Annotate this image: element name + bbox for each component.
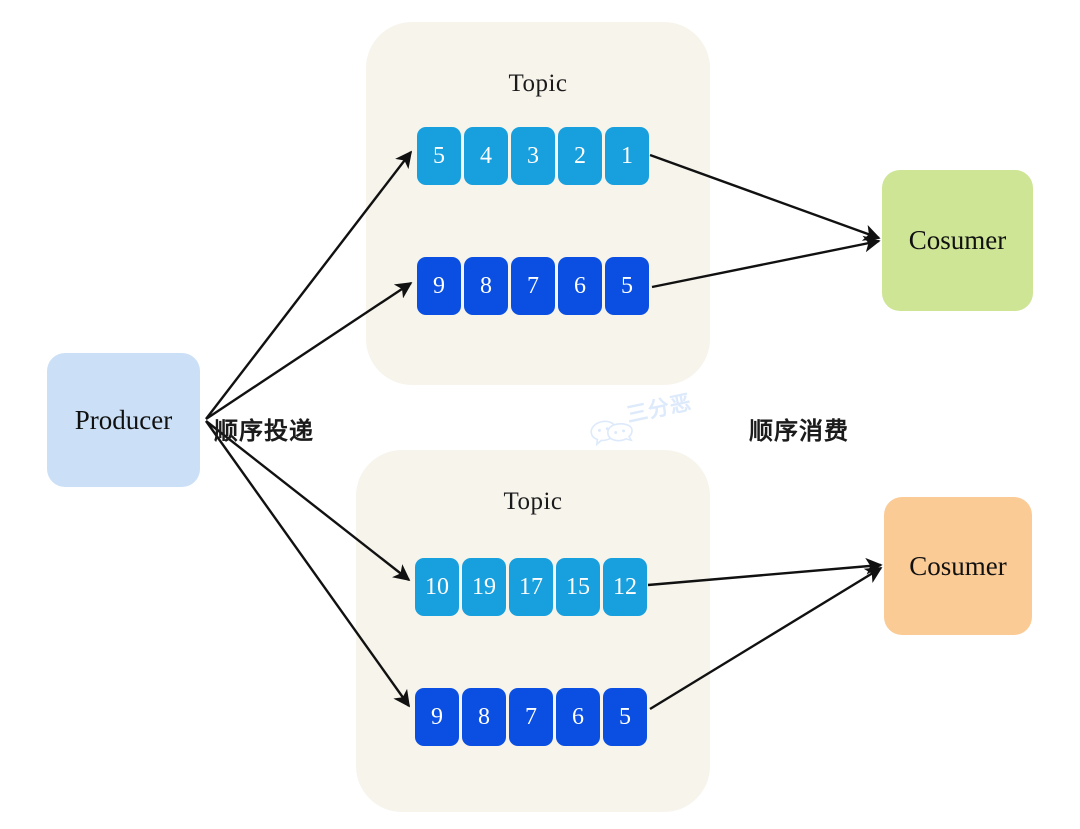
message-cell: 19: [462, 558, 506, 616]
message-cell: 7: [509, 688, 553, 746]
partition-row-bottom-1: 10 19 17 15 12: [415, 558, 647, 616]
message-cell: 5: [417, 127, 461, 185]
message-cell: 6: [558, 257, 602, 315]
message-cell: 10: [415, 558, 459, 616]
message-cell: 7: [511, 257, 555, 315]
watermark: 三分恶: [584, 379, 722, 457]
message-cell: 17: [509, 558, 553, 616]
label-ordered-consume: 顺序消费: [749, 416, 849, 445]
consumer-node-bottom: Cosumer: [884, 497, 1032, 635]
message-cell: 9: [415, 688, 459, 746]
message-cell: 12: [603, 558, 647, 616]
topic-container-bottom: Topic 10 19 17 15 12 9 8 7 6 5: [356, 450, 710, 812]
partition-row-top-2: 9 8 7 6 5: [417, 257, 649, 315]
message-cell: 5: [605, 257, 649, 315]
message-cell: 8: [462, 688, 506, 746]
consumer-node-top: Cosumer: [882, 170, 1033, 311]
message-cell: 4: [464, 127, 508, 185]
partition-row-bottom-2: 9 8 7 6 5: [415, 688, 647, 746]
message-cell: 9: [417, 257, 461, 315]
message-cell: 2: [558, 127, 602, 185]
message-cell: 8: [464, 257, 508, 315]
message-cell: 1: [605, 127, 649, 185]
producer-node: Producer: [47, 353, 200, 487]
label-ordered-send: 顺序投递: [214, 416, 314, 445]
chat-bubbles-icon: [590, 420, 633, 447]
partition-row-top-1: 5 4 3 2 1: [417, 127, 649, 185]
message-cell: 5: [603, 688, 647, 746]
topic-title-bottom: Topic: [503, 488, 563, 515]
message-cell: 6: [556, 688, 600, 746]
message-cell: 3: [511, 127, 555, 185]
message-cell: 15: [556, 558, 600, 616]
topic-title-top: Topic: [508, 70, 568, 97]
topic-container-top: Topic 5 4 3 2 1 9 8 7 6 5: [366, 22, 710, 385]
watermark-text: 三分恶: [624, 388, 694, 428]
